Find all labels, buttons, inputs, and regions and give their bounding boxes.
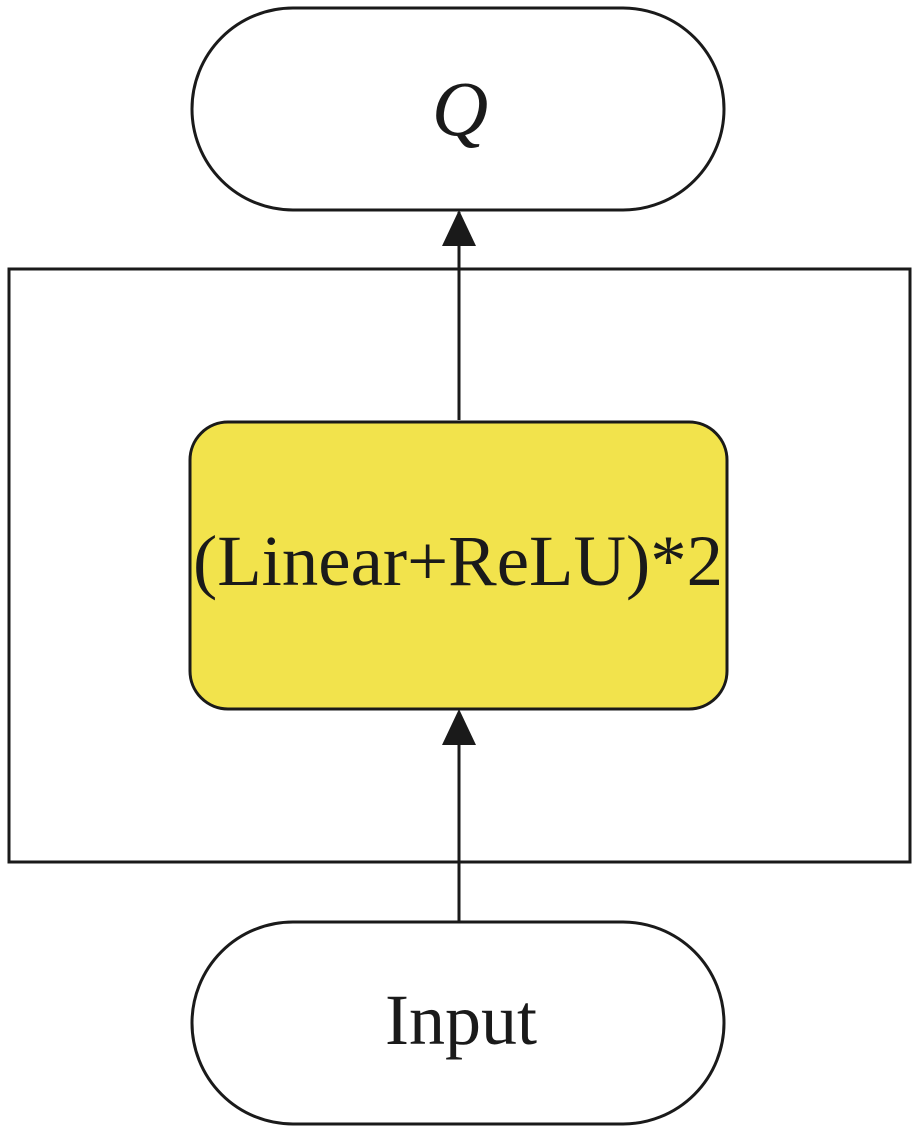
input-node-label: Input bbox=[385, 980, 537, 1060]
hidden-layer-block: (Linear+ReLU)*2 bbox=[188, 420, 729, 711]
arrowhead-output-icon bbox=[442, 210, 476, 246]
arrowhead-hidden-icon bbox=[442, 709, 476, 745]
output-node-shape bbox=[190, 6, 726, 212]
output-node-label: Q bbox=[432, 65, 488, 152]
input-node-shape bbox=[190, 920, 726, 1126]
hidden-layer-label: (Linear+ReLU)*2 bbox=[193, 521, 723, 601]
input-node: Input bbox=[190, 920, 726, 1126]
output-node: Q bbox=[190, 6, 726, 212]
hidden-layer-shape bbox=[188, 420, 729, 711]
